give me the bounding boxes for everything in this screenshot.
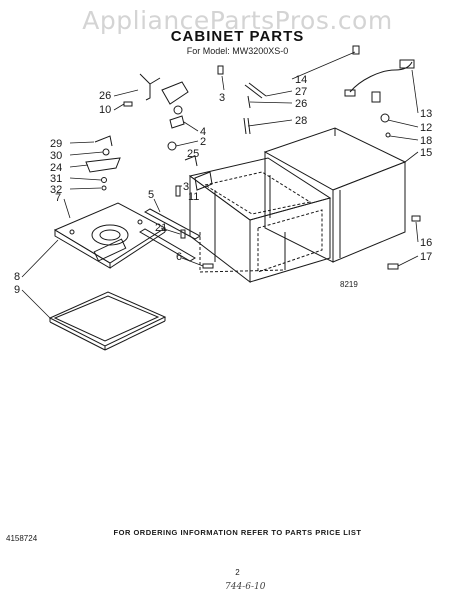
callout-3: 3 — [219, 92, 225, 104]
callout-17: 17 — [420, 251, 432, 263]
watermark: AppliancePartsPros.com — [82, 6, 393, 35]
base-plate-part — [53, 202, 166, 269]
hardware-parts — [85, 45, 421, 270]
callout-10: 10 — [99, 104, 111, 116]
callout-3b: 3 — [183, 181, 189, 193]
callout-26: 26 — [99, 90, 111, 102]
callout-9: 9 — [14, 284, 20, 296]
figure-code: 8219 — [340, 280, 358, 289]
handwritten-note: 744-6-10 — [225, 582, 266, 592]
callout-30: 30 — [50, 150, 62, 162]
front-frame-part — [188, 157, 332, 284]
leader-lines — [21, 51, 419, 319]
callout-28: 28 — [295, 115, 307, 127]
callout-11: 11 — [188, 191, 199, 203]
callout-2: 2 — [200, 136, 206, 148]
callout-numbers: 26 10 3 29 30 24 31 32 4 2 25 3 11 7 5 2… — [14, 74, 432, 296]
tray-part — [48, 291, 167, 351]
callout-18: 18 — [420, 135, 432, 147]
page-title: CABINET PARTS — [170, 28, 305, 45]
callout-26b: 26 — [295, 98, 307, 110]
callout-13: 13 — [420, 108, 432, 120]
callout-21: 21 — [155, 222, 167, 234]
callout-24: 24 — [50, 162, 62, 174]
callout-14: 14 — [295, 74, 307, 86]
callout-29: 29 — [50, 138, 62, 150]
document-number: 4158724 — [6, 534, 38, 543]
rail-part — [139, 208, 202, 262]
callout-7: 7 — [55, 192, 61, 204]
callout-8: 8 — [14, 271, 20, 283]
ordering-info-footer: FOR ORDERING INFORMATION REFER TO PARTS … — [113, 528, 362, 537]
callout-27: 27 — [295, 86, 307, 98]
callout-16: 16 — [420, 237, 432, 249]
callout-32: 32 — [50, 184, 62, 196]
callout-25: 25 — [187, 148, 199, 160]
cabinet-wrapper-part — [263, 127, 407, 263]
callout-12: 12 — [420, 122, 432, 134]
page-number: 2 — [235, 568, 240, 577]
model-subtitle: For Model: MW3200XS-0 — [186, 46, 289, 56]
callout-15: 15 — [420, 147, 432, 159]
callout-5: 5 — [148, 189, 154, 201]
callout-4: 4 — [200, 126, 206, 138]
callout-6: 6 — [176, 251, 182, 263]
callout-31: 31 — [50, 173, 62, 185]
